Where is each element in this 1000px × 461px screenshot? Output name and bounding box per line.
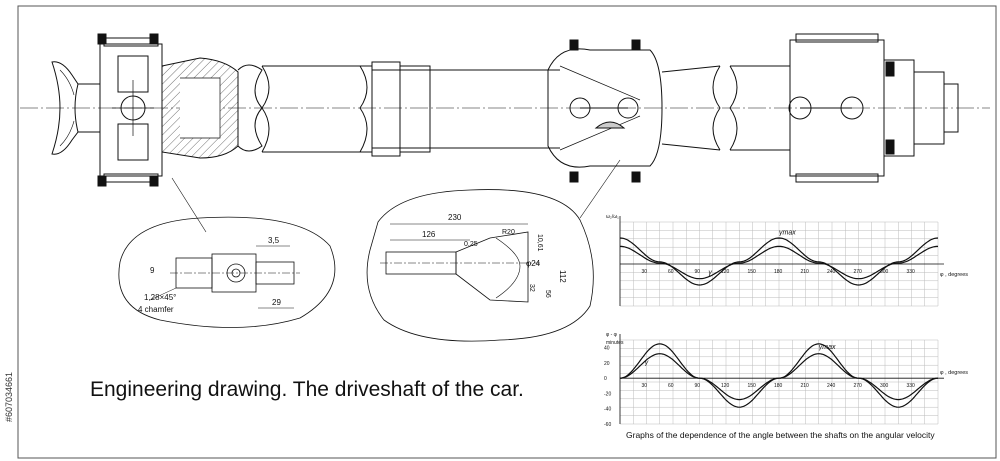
series-line-gamma (619, 353, 939, 401)
dim-label: 112 (558, 270, 567, 283)
dim-label: 10,61 (536, 234, 543, 252)
y-tick-label: -20 (604, 391, 611, 397)
dim-label: 9 (150, 266, 155, 275)
stock-id-text: #607034661 (4, 371, 14, 423)
dim-label: 3,5 (268, 236, 280, 245)
x-tick-label: 180 (774, 269, 783, 275)
x-tick-label: 30 (642, 383, 648, 389)
dim-label: R20 (502, 229, 515, 236)
x-tick-label: 150 (748, 383, 757, 389)
y-axis-label: φ - φ (606, 332, 618, 338)
y-tick-label: 40 (604, 346, 610, 352)
x-tick-label: 210 (801, 383, 810, 389)
x-tick-label: 330 (907, 383, 916, 389)
y-tick-label: -60 (604, 422, 611, 428)
detail-left-view: 3,5 9 1,28×45° 4 chamfer 29 (118, 216, 336, 328)
dim-label: 56 (544, 290, 551, 298)
x-tick-label: 60 (668, 383, 674, 389)
left-joint-housing (97, 33, 163, 187)
x-tick-label: 300 (880, 383, 889, 389)
x-tick-label: 180 (774, 383, 783, 389)
y-tick-label: -40 (604, 407, 611, 413)
y-axis-label: ω₂/ω₁ (606, 214, 619, 220)
dim-label: 32 (528, 284, 535, 292)
y-tick-label: 0 (604, 376, 607, 382)
x-tick-label: 120 (721, 383, 730, 389)
dim-label: 126 (422, 230, 436, 239)
propeller-tube (237, 61, 560, 157)
x-tick-label: 60 (668, 269, 674, 275)
chart-angle-difference: 30 60 90 120 150 180 210 240 270 300 330 40 20 0 -20 -4… (604, 332, 968, 428)
series-line-gamma (620, 245, 938, 280)
x-tick-label: 30 (642, 269, 648, 275)
intermediate-tube (661, 65, 790, 151)
dim-label: 4 chamfer (138, 305, 174, 314)
x-tick-label: 270 (854, 383, 863, 389)
x-tick-label: 240 (827, 269, 836, 275)
chart-angular-velocity-ratio: 30 60 90 120 150 180 210 240 270 300 330 ω₂/ω₁ φ , d… (606, 214, 968, 307)
x-tick-label: 270 (854, 269, 863, 275)
series-label: γ (708, 270, 712, 277)
x-tick-label: 120 (721, 269, 730, 275)
dim-label: 0,25 (464, 241, 478, 248)
center-yoke (547, 39, 663, 183)
x-tick-label: 330 (907, 269, 916, 275)
y-axis-label-unit: minutes (606, 340, 624, 346)
x-axis-label: φ , degrees (940, 272, 968, 278)
series-label: γ (645, 359, 649, 366)
drawing-title: Engineering drawing. The driveshaft of t… (90, 378, 524, 401)
detail-right-view: 230 126 0,25 R20 10,61 φ24 112 32 56 (366, 189, 594, 342)
x-tick-label: 300 (880, 269, 889, 275)
sheet-border (17, 5, 997, 459)
x-axis-label: φ , degrees (940, 370, 968, 376)
dim-label: φ24 (526, 259, 541, 268)
dim-label: 1,28×45° (144, 293, 176, 302)
series-label: γmax (779, 230, 796, 237)
x-tick-label: 210 (801, 269, 810, 275)
leader-line-left (171, 177, 207, 233)
right-joint (788, 33, 959, 183)
leader-line-right (579, 159, 621, 219)
stock-id-label: #607034661 (2, 344, 14, 454)
dim-label: 230 (448, 213, 462, 222)
y-tick-label: 20 (604, 361, 610, 367)
x-tick-label: 90 (695, 383, 701, 389)
x-tick-label: 90 (695, 269, 701, 275)
x-tick-label: 240 (827, 383, 836, 389)
driveshaft-assembly (20, 33, 990, 233)
series-label: γmax (819, 344, 836, 351)
left-flange-yoke (51, 61, 100, 155)
x-tick-label: 150 (748, 269, 757, 275)
dim-label: 29 (272, 298, 281, 307)
chart-caption: Graphs of the dependence of the angle be… (626, 430, 935, 440)
